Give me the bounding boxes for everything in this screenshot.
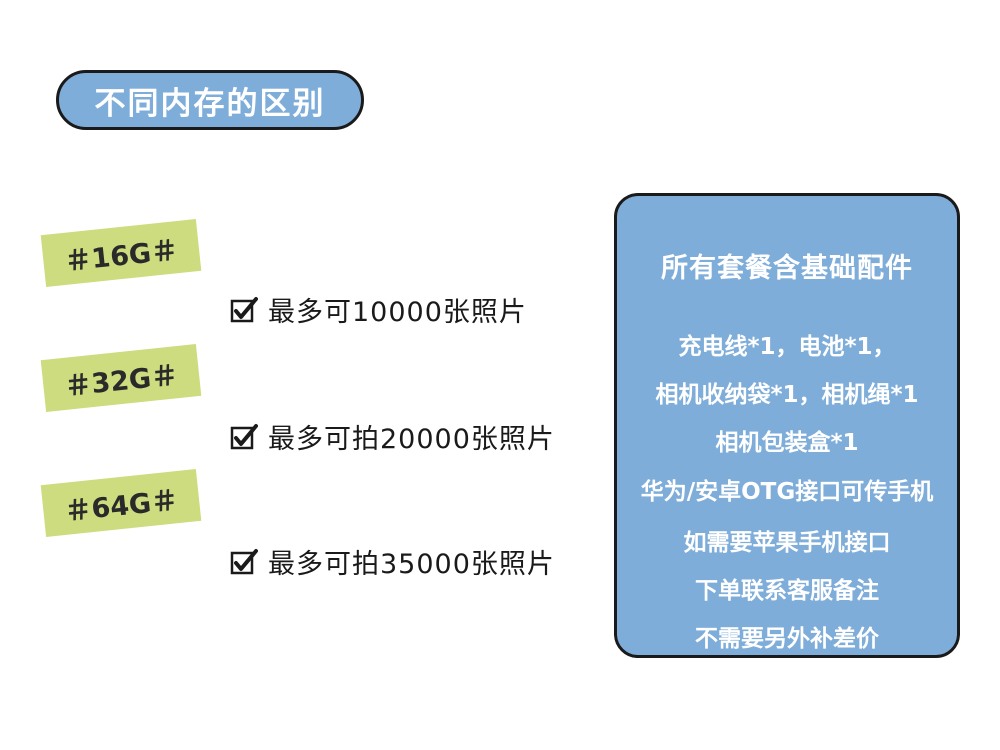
tier-tag-64g: ＃64G＃ bbox=[40, 468, 202, 538]
tier-tag-16g: ＃16G＃ bbox=[40, 218, 202, 288]
checkbox-icon bbox=[230, 548, 258, 574]
tier-row-64g: 最多可拍35000张照片 bbox=[230, 542, 555, 581]
accessories-title: 所有套餐含基础配件 bbox=[661, 253, 913, 284]
tier-desc-32g: 最多可拍20000张照片 bbox=[268, 424, 555, 455]
accessories-line: 华为/安卓OTG接口可传手机 bbox=[640, 479, 934, 505]
tier-desc-16g: 最多可10000张照片 bbox=[268, 297, 527, 328]
tier-row-16g: 最多可10000张照片 bbox=[230, 290, 527, 329]
accessories-line: 相机包装盒*1 bbox=[715, 430, 859, 456]
accessories-line: 不需要另外补差价 bbox=[695, 626, 879, 652]
checkbox-icon bbox=[230, 423, 258, 449]
page-title: 不同内存的区别 bbox=[56, 70, 364, 130]
accessories-line: 充电线*1，电池*1， bbox=[678, 334, 896, 360]
accessories-line: 相机收纳袋*1，相机绳*1 bbox=[655, 382, 919, 408]
accessories-panel: 所有套餐含基础配件 充电线*1，电池*1， 相机收纳袋*1，相机绳*1 相机包装… bbox=[614, 193, 960, 658]
accessories-line: 如需要苹果手机接口 bbox=[683, 530, 891, 556]
tier-desc-64g: 最多可拍35000张照片 bbox=[268, 549, 555, 580]
tier-row-32g: 最多可拍20000张照片 bbox=[230, 417, 555, 456]
checkbox-icon bbox=[230, 296, 258, 322]
tier-tag-32g: ＃32G＃ bbox=[40, 343, 202, 413]
accessories-line: 下单联系客服备注 bbox=[695, 578, 879, 604]
